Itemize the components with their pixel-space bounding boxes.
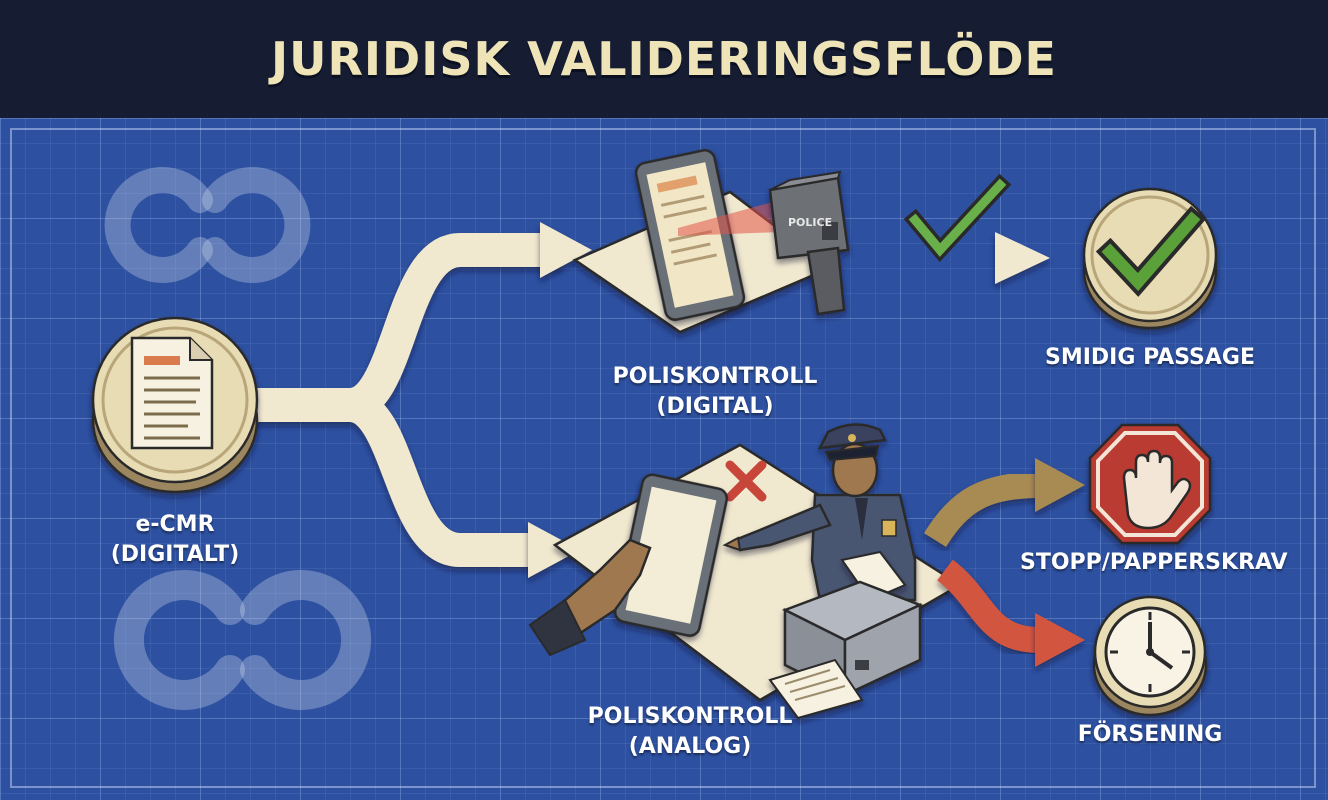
digital-check-label-line1: POLISKONTROLL <box>612 364 818 389</box>
source-label-line2: (DIGITALT) <box>110 542 240 567</box>
delay-label: FÖRSENING <box>1077 722 1223 747</box>
document-icon <box>130 336 214 450</box>
printer-icon <box>768 550 924 720</box>
scan-beam <box>678 200 780 236</box>
clock-icon <box>1104 606 1196 698</box>
arrow-to-pass <box>995 232 1050 284</box>
arrow-to-analog <box>528 522 580 578</box>
cross-icon <box>725 460 767 502</box>
link-watermark-icon <box>113 570 372 710</box>
flow-path-stop <box>923 472 1041 548</box>
source-label-line1: e-CMR <box>135 512 215 537</box>
tablet-icon <box>613 473 729 637</box>
scanner-icon: POLICE <box>768 170 850 316</box>
board-frame <box>10 128 1316 788</box>
header: JURIDISK VALIDERINGSFLÖDE <box>0 0 1328 118</box>
analog-check-label-line2: (ANALOG) <box>628 734 752 759</box>
page-title: JURIDISK VALIDERINGSFLÖDE <box>271 32 1057 86</box>
analog-check-label-line1: POLISKONTROLL <box>587 704 793 729</box>
source-label: e-CMR (DIGITALT) <box>95 510 255 570</box>
arrow-to-delay <box>1035 613 1085 667</box>
flow-path-delay <box>936 559 1041 653</box>
arrow-to-digital <box>540 222 592 278</box>
hand-stop-icon <box>1122 449 1192 530</box>
scanner-label: POLICE <box>788 216 832 229</box>
tablet-icon <box>634 149 746 321</box>
hand-holding-tablet <box>528 538 652 657</box>
flow-path-main <box>255 233 560 567</box>
pass-label: SMIDIG PASSAGE <box>1044 345 1256 370</box>
checkmark-fill <box>908 178 1007 257</box>
digital-check-label-line2: (DIGITAL) <box>656 394 774 419</box>
link-watermark-icon <box>104 167 311 283</box>
pass-check-fill <box>1101 211 1201 291</box>
analog-check-label: POLISKONTROLL (ANALOG) <box>570 702 810 762</box>
arrow-to-stop <box>1035 458 1085 512</box>
digital-check-label: POLISKONTROLL (DIGITAL) <box>595 362 835 422</box>
stop-label: STOPP/PAPPERSKRAV <box>1020 550 1288 575</box>
